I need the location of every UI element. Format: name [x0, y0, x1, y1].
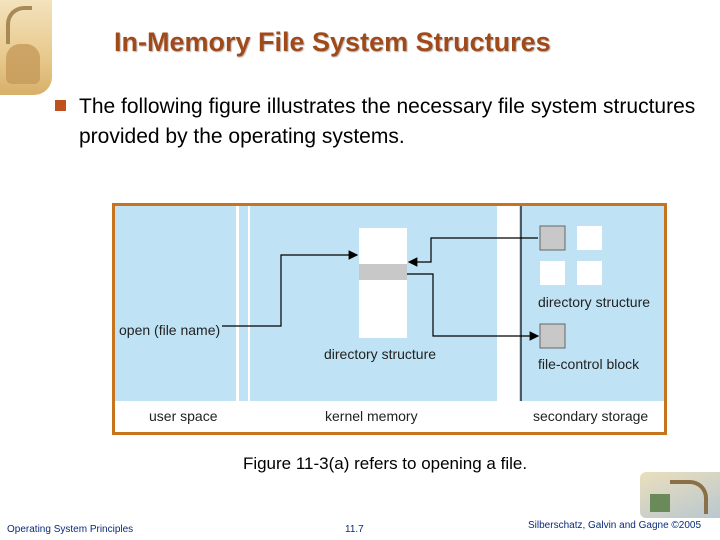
- label-file-control-block: file-control block: [538, 356, 640, 372]
- divider-kernel-secondary: [497, 206, 519, 401]
- dinosaur-logo-bottom-right: [640, 472, 720, 518]
- label-user-space: user space: [149, 408, 218, 424]
- arrow-open-to-kernel: [222, 250, 359, 327]
- dinosaur-neck-shape: [6, 6, 32, 44]
- divider-line-secondary: [520, 206, 522, 401]
- secondary-block-3: [540, 261, 565, 285]
- computer-box-shape: [650, 494, 670, 512]
- label-secondary-storage: secondary storage: [533, 408, 649, 424]
- divider-user-kernel-2: [248, 206, 250, 401]
- bullet-text: The following figure illustrates the nec…: [79, 95, 696, 148]
- arrow-kernel-to-fcb: [407, 273, 540, 341]
- secondary-block-1: [539, 225, 566, 251]
- footer-copyright: Silberschatz, Galvin and Gagne ©2005: [528, 520, 702, 531]
- dinosaur-outline-shape: [670, 480, 708, 514]
- bullet-square-icon: [55, 100, 66, 111]
- divider-user-kernel: [236, 206, 239, 401]
- secondary-fcb-block: [539, 323, 566, 349]
- figure-diagram: [115, 206, 664, 432]
- secondary-block-4: [577, 261, 602, 285]
- footer-course: Operating System Principles: [7, 524, 134, 535]
- figure-caption: Figure 11-3(a) refers to opening a file.: [242, 454, 528, 473]
- kernel-directory-column: [359, 228, 407, 338]
- label-kernel-memory: kernel memory: [325, 408, 418, 424]
- arrow-directory-to-kernel: [407, 237, 538, 267]
- slide-title: In-Memory File System Structures: [114, 27, 551, 57]
- label-open-call: open (file name): [119, 322, 221, 338]
- footer-page-number: 11.7: [345, 524, 364, 535]
- dinosaur-logo-top-left: [0, 0, 52, 95]
- label-kernel-directory: directory structure: [324, 346, 437, 362]
- file-open-figure: open (file name) directory structure dir…: [112, 203, 667, 435]
- dinosaur-body-shape: [6, 44, 40, 84]
- secondary-block-2: [577, 226, 602, 250]
- label-secondary-directory: directory structure: [538, 294, 651, 310]
- label-band: [115, 401, 664, 432]
- kernel-directory-entry: [359, 264, 407, 280]
